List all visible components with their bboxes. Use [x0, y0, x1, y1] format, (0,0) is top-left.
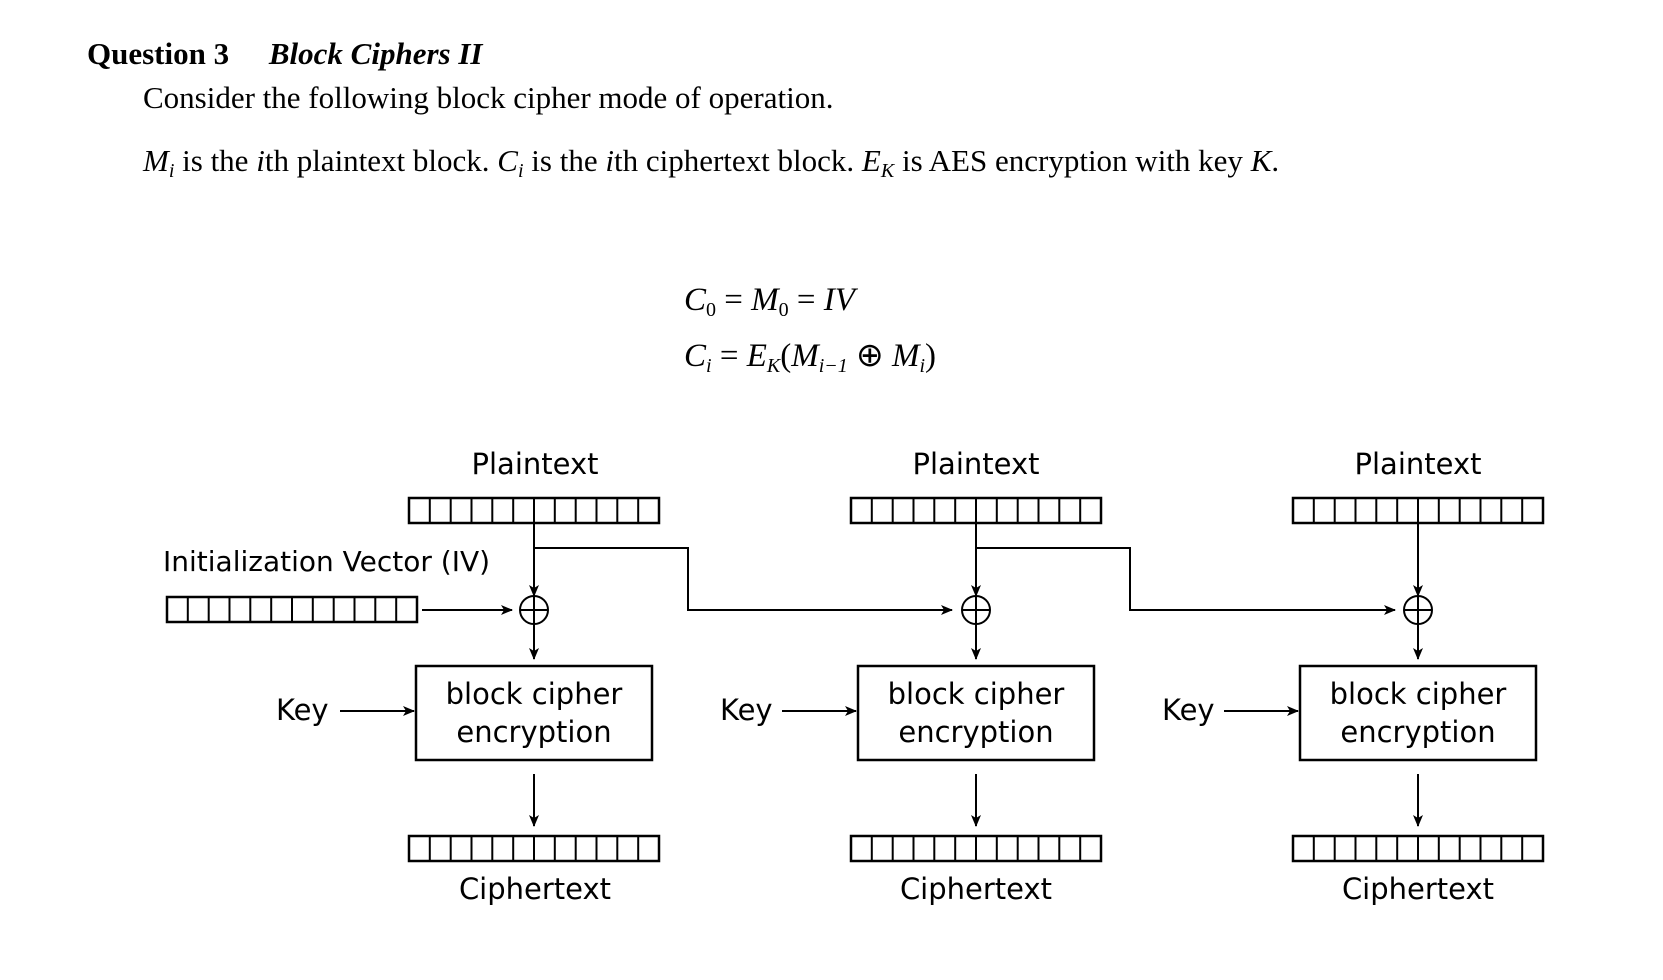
- key-label: Key: [1162, 693, 1215, 727]
- var-i: i: [605, 143, 614, 178]
- plaintext-block: [849, 496, 1103, 525]
- plaintext-label: Plaintext: [1355, 447, 1482, 481]
- var-m: M: [791, 338, 819, 374]
- ciphertext-label: Ciphertext: [900, 872, 1052, 906]
- var-i: i: [256, 143, 265, 178]
- plaintext-label: Plaintext: [472, 447, 599, 481]
- ciphertext-block: [849, 834, 1103, 863]
- xor-icon: [961, 595, 991, 625]
- cipher-box-line1: block cipher: [888, 677, 1065, 711]
- stage-3: Plaintext Key block cipher encryption Ci…: [1162, 447, 1545, 906]
- var-m: M: [891, 338, 920, 374]
- stage-2: Plaintext Key block cipher encryption Ci…: [720, 447, 1103, 906]
- intro-text: Consider the following block cipher mode…: [143, 80, 834, 115]
- text: th plaintext block.: [264, 143, 498, 178]
- ciphertext-label: Ciphertext: [459, 872, 611, 906]
- paren-open: (: [780, 338, 792, 374]
- key-label: Key: [276, 693, 329, 727]
- cipher-box: [856, 664, 1096, 762]
- chain-line-1: [534, 547, 953, 615]
- chain-line-2: [976, 547, 1396, 615]
- sub-i: i: [919, 355, 925, 377]
- equation-recurrence: Ci = EK(Mi−1 ⊕ Mi): [684, 335, 936, 377]
- var-c: C: [684, 338, 707, 374]
- var-e: E: [746, 338, 767, 374]
- cipher-box-line1: block cipher: [446, 677, 623, 711]
- var-m: M: [751, 282, 779, 318]
- iv-block: [165, 595, 419, 624]
- equals: =: [788, 282, 824, 318]
- equals: =: [711, 338, 747, 374]
- question-title: Block Ciphers II: [268, 36, 483, 71]
- sub-k: K: [766, 355, 781, 377]
- sub-i: i: [706, 355, 712, 377]
- plaintext-label: Plaintext: [913, 447, 1040, 481]
- ciphertext-block: [1291, 834, 1545, 863]
- text: .: [1271, 143, 1280, 178]
- equals: =: [716, 282, 752, 318]
- stage-1: Plaintext Key block cipher encryption Ci…: [276, 447, 661, 906]
- sub-k: K: [880, 160, 895, 182]
- text: th ciphertext block.: [613, 143, 862, 178]
- var-c: C: [497, 143, 518, 178]
- text: is AES encryption with key: [894, 143, 1251, 178]
- sub-0: 0: [778, 299, 789, 321]
- var-iv: IV: [823, 282, 855, 318]
- cipher-box: [1298, 664, 1538, 762]
- key-label: Key: [720, 693, 773, 727]
- sub-0: 0: [706, 299, 717, 321]
- cipher-box-line2: encryption: [456, 715, 611, 749]
- sub-i: i: [517, 160, 524, 182]
- cipher-box: [414, 664, 654, 762]
- xor-symbol: ⊕: [847, 338, 892, 374]
- var-m: M: [143, 143, 169, 178]
- plaintext-block: [1291, 496, 1545, 525]
- cipher-box-line2: encryption: [898, 715, 1053, 749]
- plaintext-block: [407, 496, 661, 525]
- sub-i-minus-1: i−1: [818, 355, 848, 377]
- var-k: K: [1250, 143, 1272, 178]
- paren-close: ): [925, 338, 936, 374]
- ciphertext-block: [407, 834, 661, 863]
- xor-icon: [519, 595, 549, 625]
- var-e: E: [861, 143, 881, 178]
- definitions-text: Mi is the ith plaintext block. Ci is the…: [143, 143, 1280, 182]
- xor-icon: [1403, 595, 1433, 625]
- iv-label: Initialization Vector (IV): [163, 545, 490, 578]
- cipher-box-line2: encryption: [1340, 715, 1495, 749]
- sub-i: i: [168, 160, 175, 182]
- text: is the: [174, 143, 257, 178]
- cipher-box-line1: block cipher: [1330, 677, 1507, 711]
- ciphertext-label: Ciphertext: [1342, 872, 1494, 906]
- question-number: Question 3: [87, 36, 230, 71]
- equation-initial: C0 = M0 = IV: [684, 282, 855, 321]
- text: is the: [523, 143, 606, 178]
- question-heading: Question 3 Block Ciphers II: [87, 36, 482, 72]
- var-c: C: [684, 282, 707, 318]
